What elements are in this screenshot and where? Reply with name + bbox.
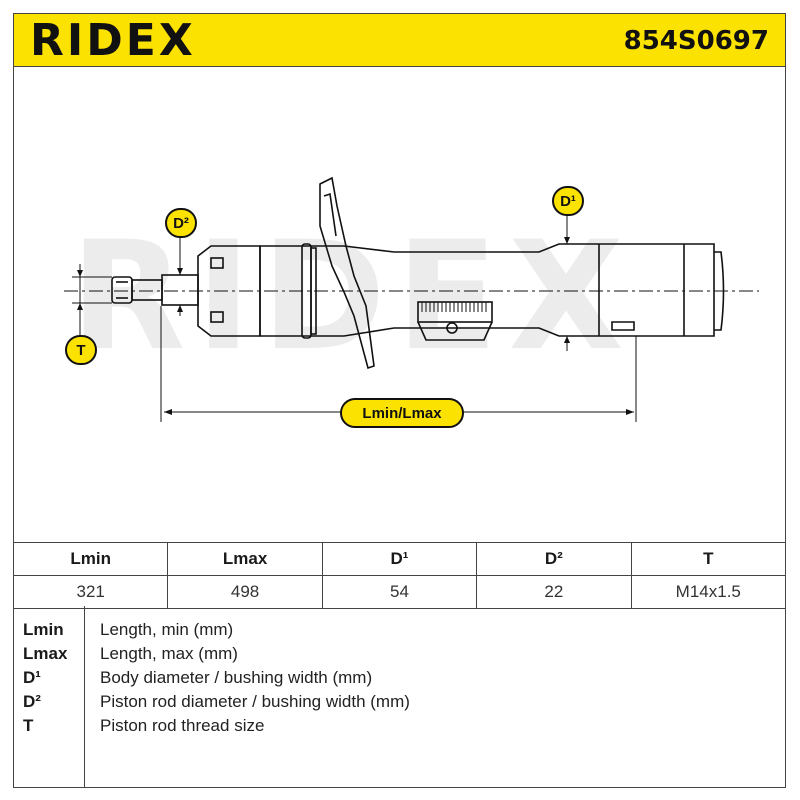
header-bar: RIDEX 854S0697 [13, 13, 786, 67]
spec-table: Lmin Lmax D¹ D² T 321 498 54 22 M14x1.5 [12, 542, 787, 609]
legend-desc: Piston rod diameter / bushing width (mm) [100, 692, 410, 711]
legend-key: D¹ [23, 668, 41, 687]
legend-key: D² [23, 692, 41, 711]
spec-value-lmax: 498 [167, 575, 323, 609]
part-number: 854S0697 [623, 26, 769, 56]
spec-header-row: Lmin Lmax D¹ D² T [12, 542, 787, 576]
spec-header-d1: D¹ [321, 542, 478, 576]
spec-value-t: M14x1.5 [630, 575, 787, 609]
spec-header-lmin: Lmin [12, 542, 169, 576]
legend-desc: Length, max (mm) [100, 644, 238, 663]
callout-t: T [65, 335, 97, 365]
legend-key: Lmax [23, 644, 68, 663]
brand-logo: RIDEX [30, 15, 196, 66]
spec-header-lmax: Lmax [167, 542, 323, 576]
legend-box: Lmin Length, min (mm) Lmax Length, max (… [13, 606, 786, 788]
callout-length: Lmin/Lmax [340, 398, 464, 428]
legend-desc: Body diameter / bushing width (mm) [100, 668, 373, 687]
spec-value-row: 321 498 54 22 M14x1.5 [12, 575, 787, 609]
legend-item: D² Piston rod diameter / bushing width (… [14, 690, 787, 714]
legend-item: T Piston rod thread size [14, 714, 787, 738]
spec-value-d2: 22 [476, 575, 632, 609]
callout-d1: D¹ [552, 186, 584, 216]
callout-d2: D² [165, 208, 197, 238]
legend-key: T [23, 716, 34, 735]
legend-item: D¹ Body diameter / bushing width (mm) [14, 666, 787, 690]
legend-key: Lmin [23, 620, 64, 639]
legend-item: Lmax Length, max (mm) [14, 642, 787, 666]
legend-desc: Piston rod thread size [100, 716, 265, 735]
spec-header-d2: D² [476, 542, 632, 576]
spec-value-d1: 54 [321, 575, 478, 609]
legend-desc: Length, min (mm) [100, 620, 234, 639]
spec-header-t: T [630, 542, 787, 576]
legend-item: Lmin Length, min (mm) [14, 618, 787, 642]
spec-value-lmin: 321 [12, 575, 169, 609]
shock-absorber-drawing [64, 176, 759, 422]
legend-divider [84, 606, 85, 787]
